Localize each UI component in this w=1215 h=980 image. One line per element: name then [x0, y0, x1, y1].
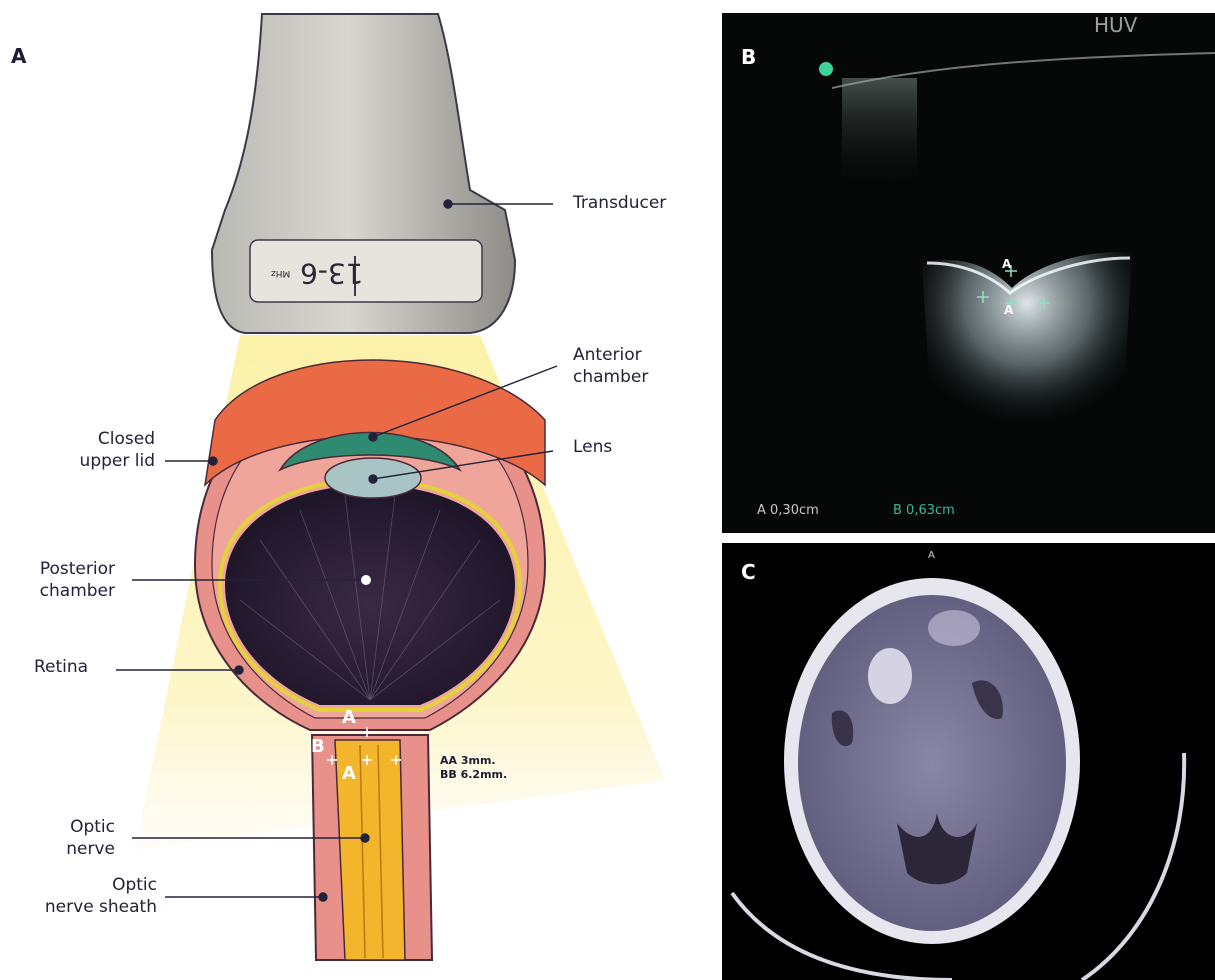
caliper-label-b: B: [311, 736, 325, 757]
transducer-marking: 13-6: [300, 257, 364, 290]
ct-scan: [722, 543, 1215, 980]
panel-b-letter: B: [741, 45, 756, 69]
label-closed-lid-line2: upper lid: [80, 450, 155, 472]
hemorrhage-focus: [868, 648, 912, 704]
label-optic-nerve-line2: nerve: [66, 838, 115, 860]
ultrasound-cursor-a: A: [1002, 257, 1011, 271]
lid-echo: [842, 78, 917, 188]
label-optic-nerve-line1: Optic: [70, 816, 115, 838]
ultrasound-header: HUV: [1094, 13, 1137, 37]
measurement-bb: BB 6.2mm.: [440, 768, 507, 781]
label-anterior-chamber-line1: Anterior: [573, 344, 642, 366]
ocular-ultrasound-image: [722, 13, 1215, 533]
ultrasound-measure-b: B 0,63cm: [893, 503, 955, 518]
transducer-marking-unit: MHz: [271, 268, 290, 278]
ultrasound-cursor-a-lower: A: [1004, 303, 1013, 317]
label-sheath-line2: nerve sheath: [45, 896, 157, 918]
label-transducer: Transducer: [573, 192, 666, 214]
label-retina: Retina: [34, 656, 88, 678]
posterior-chamber: [225, 485, 515, 705]
label-posterior-chamber-line1: Posterior: [40, 558, 115, 580]
label-sheath-line1: Optic: [112, 874, 157, 896]
panel-c-letter: C: [741, 560, 756, 584]
head-ct-image: [722, 543, 1215, 980]
measurement-aa: AA 3mm.: [440, 754, 496, 767]
ultrasound-scan: [722, 13, 1215, 533]
ultrasound-measure-a: A 0,30cm: [757, 503, 819, 518]
label-anterior-chamber-line2: chamber: [573, 366, 648, 388]
caliper-label-a-bottom: A: [342, 763, 356, 784]
caliper-label-a-top: A: [342, 707, 356, 728]
label-closed-lid-line1: Closed: [98, 428, 155, 450]
ct-anterior-marker: A: [928, 550, 935, 561]
ct-table-right: [1082, 753, 1184, 980]
label-posterior-chamber-line2: chamber: [40, 580, 115, 602]
probe-orientation-dot: [819, 62, 833, 76]
label-lens: Lens: [573, 436, 612, 458]
